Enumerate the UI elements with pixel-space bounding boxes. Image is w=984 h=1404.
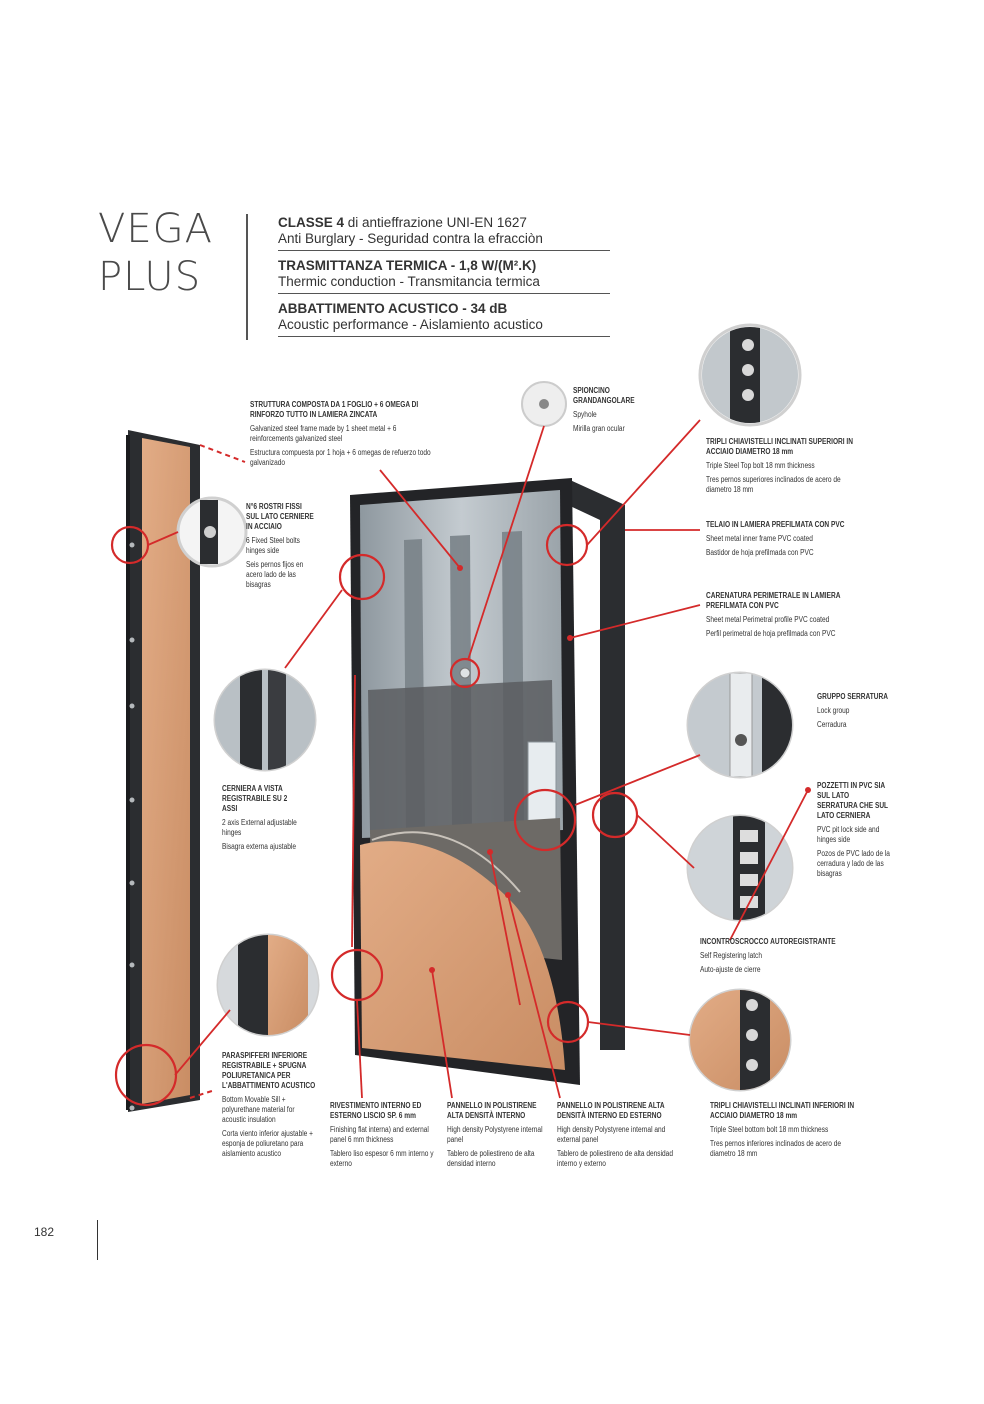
label-panel-internal-en: High density Polystyrene internal panel	[447, 1125, 543, 1144]
spec-class: CLASSE 4 di antieffrazione UNI-EN 1627 A…	[278, 214, 610, 251]
label-latch-es: Auto-ajuste de cierre	[700, 965, 761, 974]
label-top-bolts: TRIPLI CHIAVISTELLI INCLINATI SUPERIORI …	[706, 437, 862, 495]
label-latch: INCONTROSCROCCO AUTOREGISTRANTE Self Reg…	[700, 937, 864, 975]
label-frame-title: TELAIO IN LAMIERA PREFILMATA CON PVC	[706, 520, 845, 529]
label-top-bolts-en: Triple Steel Top bolt 18 mm thickness	[706, 461, 815, 470]
spec-class-sub: Anti Burglary - Seguridad contra la efra…	[278, 231, 610, 251]
label-spyhole-title: SPIONCINO GRANDANGOLARE	[573, 386, 635, 405]
door-main	[350, 478, 625, 1085]
spec-class-rest: di antieffrazione UNI-EN 1627	[344, 215, 527, 230]
label-frame-en: Sheet metal inner frame PVC coated	[706, 534, 813, 543]
detail-circle-pvc-pit	[686, 814, 794, 922]
label-panel-internal-title: PANNELLO IN POLISTIRENE ALTA DENSITÀ INT…	[447, 1101, 537, 1120]
label-fixed-bolts: N°6 ROSTRI FISSI SUL LATO CERNIERE IN AC…	[246, 502, 316, 590]
label-bottom-sill-es: Corta viento inferior ajustable + esponj…	[222, 1129, 313, 1158]
label-lock-en: Lock group	[817, 706, 850, 715]
label-hinge-es: Bisagra externa ajustable	[222, 842, 297, 851]
detail-circle-hinge	[213, 668, 317, 772]
page-number-divider	[97, 1220, 98, 1260]
detail-circle-spyhole	[521, 381, 567, 427]
label-bottom-sill: PARASPIFFERI INFERIORE REGISTRABILE + SP…	[222, 1051, 320, 1159]
detail-circle-top-bolts	[698, 323, 802, 427]
label-hinge: CERNIERA A VISTA REGISTRABILE SU 2 ASSI …	[222, 784, 304, 852]
label-lock-title: GRUPPO SERRATURA	[817, 692, 888, 701]
label-panel-both-en: High density Polystyrene internal and ex…	[557, 1125, 666, 1144]
label-structure-title: STRUTTURA COMPOSTA DA 1 FOGLIO + 6 OMEGA…	[250, 400, 419, 419]
label-lock-es: Cerradura	[817, 720, 847, 729]
label-fixed-bolts-title: N°6 ROSTRI FISSI SUL LATO CERNIERE IN AC…	[246, 502, 314, 531]
spec-acoustic: ABBATTIMENTO ACUSTICO - 34 dB Acoustic p…	[278, 300, 610, 337]
label-finishing-en: Finishing flat interna) and external pan…	[330, 1125, 429, 1144]
label-pvc-pit-title: POZZETTI IN PVC SIA SUL LATO SERRATURA C…	[817, 781, 888, 820]
label-frame-es: Bastidor de hoja prefilmada con PVC	[706, 548, 814, 557]
label-finishing: RIVESTIMENTO INTERNO ED ESTERNO LISCIO S…	[330, 1101, 437, 1169]
spec-class-bold: CLASSE 4	[278, 215, 345, 230]
label-perimeter-es: Perfil perimetral de hoja prefilmada con…	[706, 629, 836, 638]
label-structure: STRUTTURA COMPOSTA DA 1 FOGLIO + 6 OMEGA…	[250, 400, 439, 468]
spec-thermal-sub: Thermic conduction - Transmitancia termi…	[278, 274, 610, 294]
spec-thermal-bold: TRASMITTANZA TERMICA - 1,8 W/(M².K)	[278, 258, 537, 273]
label-latch-en: Self Registering latch	[700, 951, 762, 960]
label-fixed-bolts-es: Seis pernos fijos en acero lado de las b…	[246, 560, 304, 589]
label-bottom-bolts: TRIPLI CHIAVISTELLI INCLINATI INFERIORI …	[710, 1101, 866, 1159]
label-top-bolts-title: TRIPLI CHIAVISTELLI INCLINATI SUPERIORI …	[706, 437, 853, 456]
label-bottom-sill-en: Bottom Movable Sill + polyurethane mater…	[222, 1095, 295, 1124]
label-frame: TELAIO IN LAMIERA PREFILMATA CON PVC She…	[706, 520, 862, 558]
label-perimeter: CARENATURA PERIMETRALE IN LAMIERA PREFIL…	[706, 591, 862, 639]
door-edge-view	[126, 430, 200, 1112]
page-number: 182	[34, 1225, 55, 1239]
label-bottom-bolts-title: TRIPLI CHIAVISTELLI INCLINATI INFERIORI …	[710, 1101, 855, 1120]
spec-thermal: TRASMITTANZA TERMICA - 1,8 W/(M².K) Ther…	[278, 257, 610, 294]
label-finishing-title: RIVESTIMENTO INTERNO ED ESTERNO LISCIO S…	[330, 1101, 422, 1120]
label-pvc-pit-es: Pozos de PVC lado de la cerradura y lado…	[817, 849, 890, 878]
label-spyhole-en: Spyhole	[573, 410, 597, 419]
product-title-line2: PLUS	[98, 254, 202, 300]
label-latch-title: INCONTROSCROCCO AUTOREGISTRANTE	[700, 937, 836, 946]
detail-circle-fixed-bolts	[176, 496, 248, 568]
label-top-bolts-es: Tres pernos superiores inclinados de ace…	[706, 475, 841, 494]
detail-circle-lock	[686, 671, 794, 779]
title-divider	[246, 214, 248, 340]
label-panel-both-es: Tablero de poliestireno de alta densidad…	[557, 1149, 673, 1168]
label-finishing-es: Tablero liso espesor 6 mm interno y exte…	[330, 1149, 434, 1168]
product-title: VEGA PLUS	[98, 205, 213, 301]
label-fixed-bolts-en: 6 Fixed Steel bolts hinges side	[246, 536, 300, 555]
label-hinge-en: 2 axis External adjustable hinges	[222, 818, 297, 837]
label-pvc-pit: POZZETTI IN PVC SIA SUL LATO SERRATURA C…	[817, 781, 891, 879]
label-pvc-pit-en: PVC pit lock side and hinges side	[817, 825, 880, 844]
label-spyhole: SPIONCINO GRANDANGOLARE Spyhole Mirilla …	[573, 386, 647, 434]
label-spyhole-es: Mirilla gran ocular	[573, 424, 625, 433]
detail-circle-bottom-bolts	[688, 988, 792, 1092]
label-panel-internal: PANNELLO IN POLISTIRENE ALTA DENSITÀ INT…	[447, 1101, 545, 1169]
label-lock: GRUPPO SERRATURA Lock group Cerradura	[817, 692, 891, 730]
spec-acoustic-sub: Acoustic performance - Aislamiento acust…	[278, 317, 610, 337]
label-structure-en: Galvanized steel frame made by 1 sheet m…	[250, 424, 397, 443]
label-panel-both-title: PANNELLO IN POLISTIRENE ALTA DENSITÀ INT…	[557, 1101, 665, 1120]
label-hinge-title: CERNIERA A VISTA REGISTRABILE SU 2 ASSI	[222, 784, 288, 813]
label-panel-internal-es: Tablero de poliestireno de alta densidad…	[447, 1149, 535, 1168]
label-perimeter-title: CARENATURA PERIMETRALE IN LAMIERA PREFIL…	[706, 591, 841, 610]
label-bottom-bolts-es: Tres pernos inferiores inclinados de ace…	[710, 1139, 842, 1158]
label-bottom-bolts-en: Triple Steel bottom bolt 18 mm thickness	[710, 1125, 829, 1134]
leader-lines	[147, 419, 809, 1099]
spec-acoustic-bold: ABBATTIMENTO ACUSTICO - 34 dB	[278, 301, 508, 316]
label-perimeter-en: Sheet metal Perimetral profile PVC coate…	[706, 615, 830, 624]
product-title-line1: VEGA	[98, 206, 213, 252]
detail-circle-bottom-sill	[216, 933, 320, 1037]
label-bottom-sill-title: PARASPIFFERI INFERIORE REGISTRABILE + SP…	[222, 1051, 316, 1090]
label-panel-both: PANNELLO IN POLISTIRENE ALTA DENSITÀ INT…	[557, 1101, 688, 1169]
label-structure-es: Estructura compuesta por 1 hoja + 6 omeg…	[250, 448, 431, 467]
